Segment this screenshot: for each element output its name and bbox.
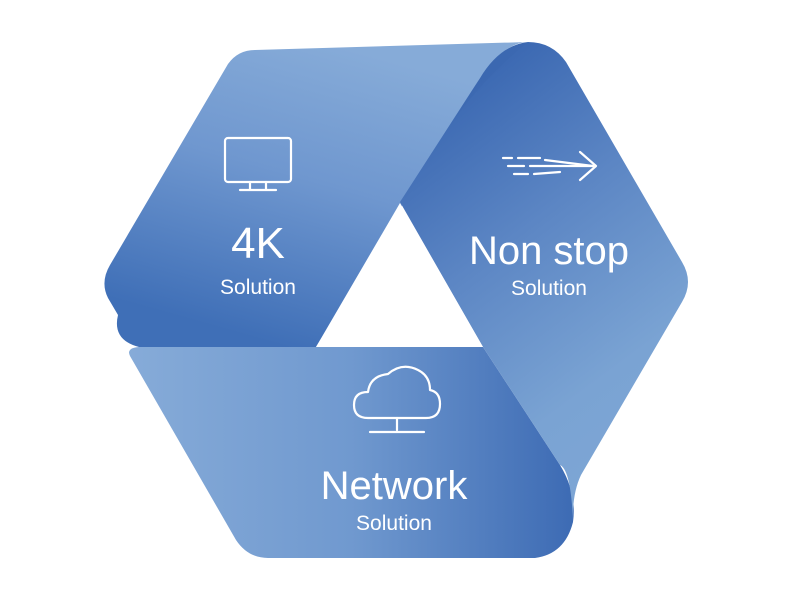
- segment-non-stop-title: Non stop: [469, 229, 629, 273]
- cloud-network-icon: [352, 365, 442, 434]
- segment-4k-subtitle: Solution: [220, 276, 296, 299]
- segment-network-subtitle: Solution: [356, 512, 432, 535]
- segment-4k-title: 4K: [231, 219, 285, 268]
- segment-network-band: [129, 347, 574, 558]
- center-triangle: [316, 203, 483, 347]
- fast-arrow-icon: [501, 150, 598, 182]
- segment-network-title: Network: [321, 464, 469, 508]
- segment-4k-band: [104, 42, 528, 347]
- segment-non-stop-band: [400, 42, 688, 522]
- segment-non-stop-subtitle: Solution: [511, 277, 587, 300]
- monitor-icon: [223, 136, 293, 192]
